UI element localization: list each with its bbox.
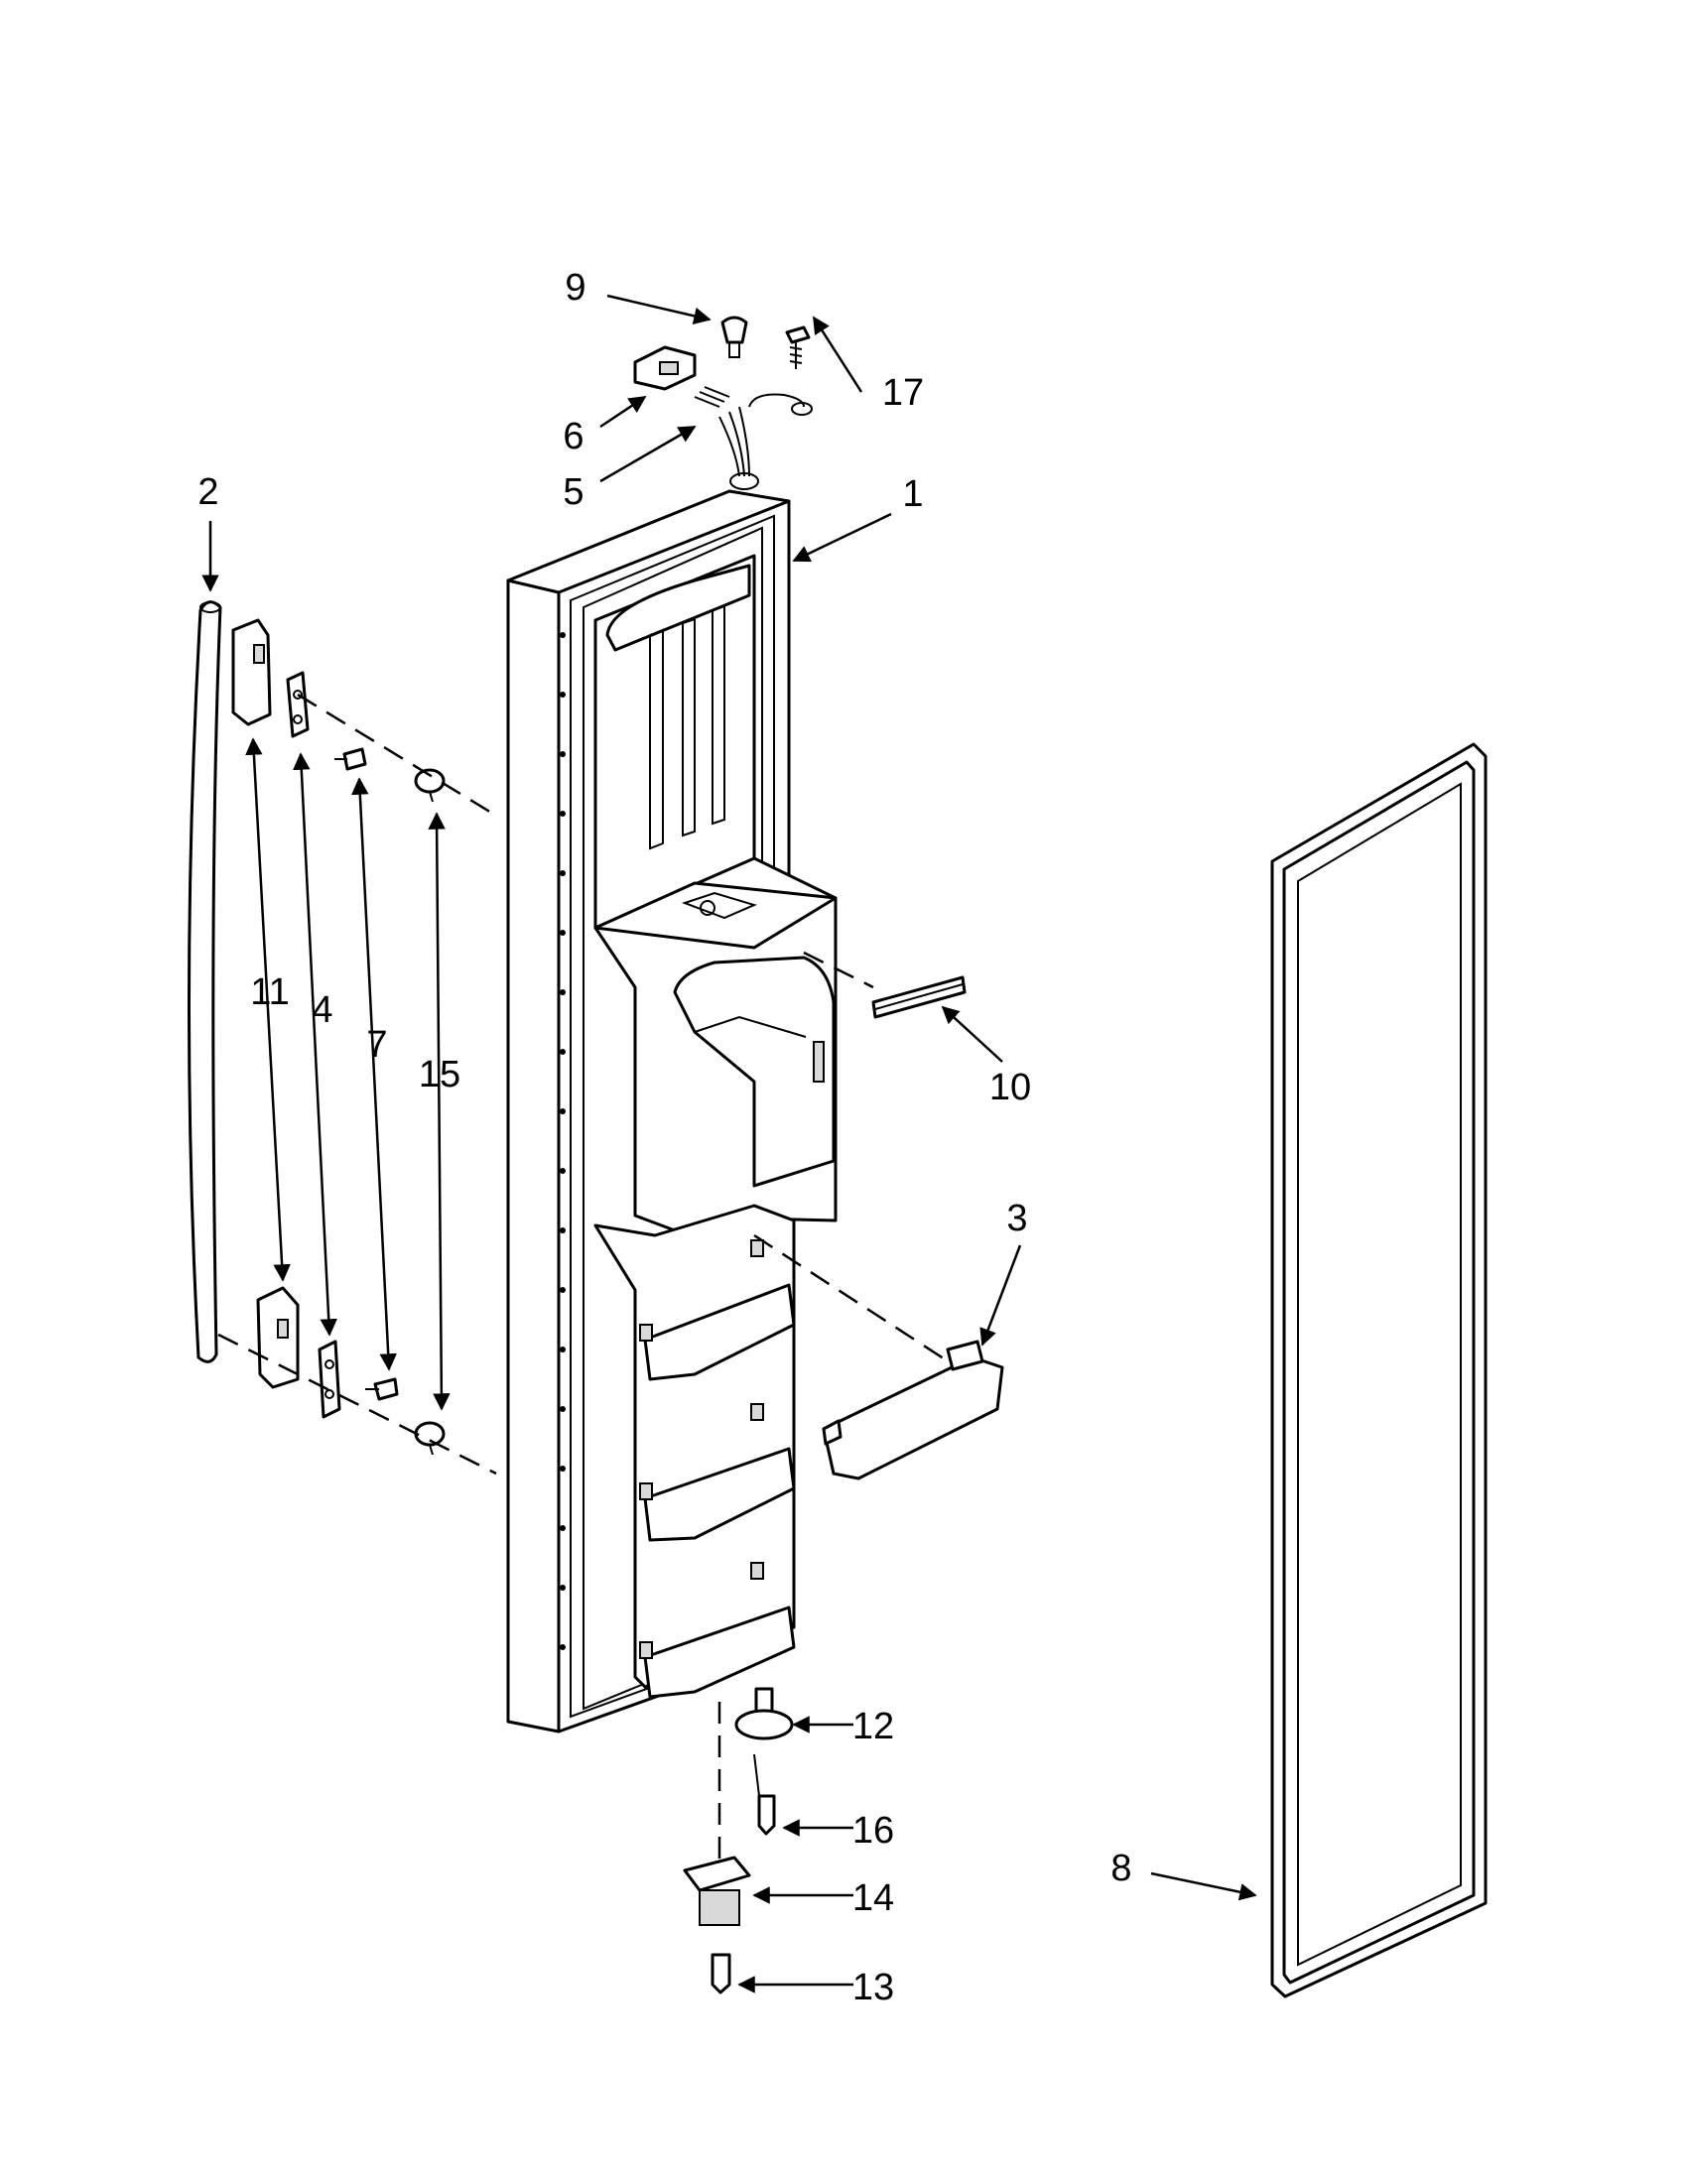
- door-rivets: [560, 632, 566, 1650]
- plug-part-9: [720, 316, 748, 358]
- callout-10: 10: [989, 1067, 1031, 1108]
- door-assembly: [506, 406, 838, 1734]
- endcap-part-11: [231, 618, 300, 1389]
- cover-part-10: [871, 975, 967, 1019]
- callout-7: 7: [366, 1024, 387, 1066]
- callout-12: 12: [852, 1706, 894, 1747]
- gasket-part-8: [1270, 742, 1488, 1998]
- callout-8: 8: [1110, 1848, 1131, 1889]
- switch-part-6: [633, 345, 697, 391]
- screw-part-17: [785, 325, 811, 369]
- callout-15: 15: [419, 1054, 460, 1095]
- handle-part-2: [187, 600, 222, 1363]
- callout-11: 11: [250, 971, 289, 1013]
- callout-14: 14: [852, 1877, 894, 1919]
- callout-1: 1: [902, 473, 923, 515]
- screw-part-13: [711, 1953, 731, 1994]
- screw-part-16: [757, 1794, 776, 1836]
- callout-16: 16: [852, 1810, 894, 1852]
- wire-harness-part-5: [694, 386, 813, 416]
- callout-13: 13: [852, 1967, 894, 2008]
- hinge-plate-part-14: [683, 1856, 751, 1926]
- hinge-pin-part-12: [734, 1687, 794, 1740]
- standoff-part-15: [414, 768, 446, 1456]
- leader-lines: [201, 294, 1257, 1993]
- callout-4: 4: [312, 989, 332, 1031]
- bracket-part-4: [286, 671, 341, 1419]
- callout-labels: 9 17 6 5 1 2 11 4 7 15 10 3 12 16 14 13 …: [197, 267, 1131, 2008]
- callout-2: 2: [197, 471, 218, 513]
- callout-3: 3: [1006, 1198, 1027, 1239]
- callout-17: 17: [882, 372, 924, 414]
- callout-5: 5: [563, 471, 584, 513]
- screw-part-7: [334, 747, 399, 1401]
- callout-6: 6: [563, 416, 584, 457]
- door-bin-part-3: [822, 1340, 1004, 1480]
- door-bins: [639, 1239, 796, 1699]
- callout-9: 9: [565, 267, 585, 309]
